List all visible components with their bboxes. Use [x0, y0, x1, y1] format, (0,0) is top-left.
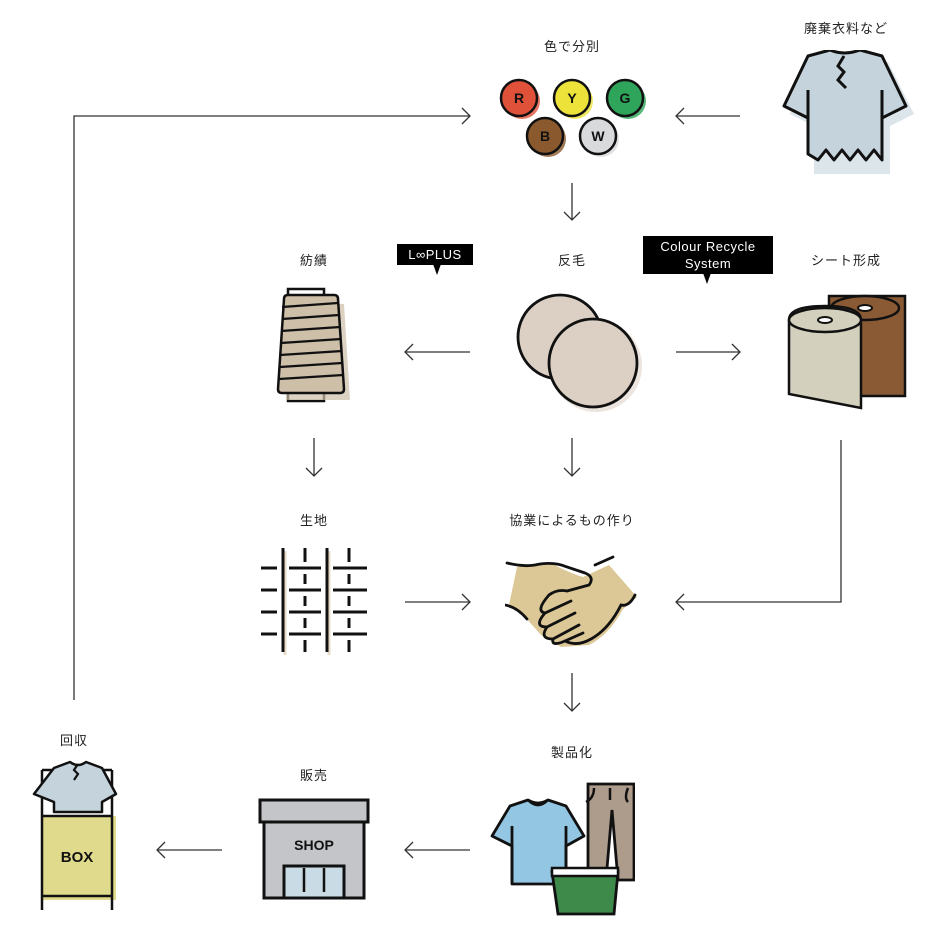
label-waste-clothing: 廃棄衣料など: [803, 22, 889, 37]
wool-clouds-icon: [516, 293, 642, 412]
arrow-sheet-to-collab: [676, 440, 842, 603]
tag-colour-recycle-line1: Colour Recycle: [660, 239, 756, 254]
sheet-rolls-icon: [787, 294, 907, 410]
shop-sign-text: SHOP: [294, 837, 334, 853]
label-productization: 製品化: [550, 746, 594, 761]
tag-pointer: [703, 273, 711, 284]
label-recycled-wool: 反毛: [557, 254, 587, 269]
color-ball-letter: B: [540, 128, 550, 144]
fabric-weave-icon: [261, 548, 367, 655]
handshake-icon: [505, 555, 637, 647]
color-ball-letter: Y: [567, 90, 577, 106]
label-collaboration: 協業によるもの作り: [509, 514, 635, 529]
tag-colour-recycle-system: Colour Recycle System: [643, 236, 773, 284]
label-sales: 販売: [299, 769, 329, 784]
label-fabric: 生地: [299, 514, 329, 529]
box-sign-text: BOX: [61, 849, 94, 866]
tag-colour-recycle-line2: System: [684, 256, 732, 271]
color-ball-b: B: [525, 116, 566, 157]
label-collection: 回収: [59, 734, 89, 749]
color-balls-icon: R Y G B W: [499, 78, 646, 157]
label-sheet-forming: シート形成: [810, 254, 882, 269]
color-ball-letter: R: [514, 90, 524, 106]
arrow-collection-to-sort: [73, 115, 470, 700]
shop-icon: SHOP: [258, 798, 370, 900]
color-ball-w: W: [578, 116, 619, 157]
color-ball-g: G: [605, 78, 646, 119]
yarn-spool-icon: [276, 287, 350, 403]
collection-box-icon: BOX: [32, 760, 118, 910]
products-icon: [490, 782, 635, 916]
tag-loop-plus-text: L∞PLUS: [408, 247, 462, 262]
torn-shirt-icon: [782, 50, 914, 174]
tag-pointer: [433, 264, 441, 275]
tag-loop-plus: L∞PLUS: [397, 244, 473, 275]
color-ball-r: R: [499, 78, 540, 119]
color-ball-y: Y: [552, 78, 593, 119]
color-ball-letter: G: [620, 90, 631, 106]
label-sort-by-color: 色で分別: [543, 40, 601, 55]
label-spinning: 紡績: [299, 254, 329, 269]
color-ball-letter: W: [591, 128, 605, 144]
